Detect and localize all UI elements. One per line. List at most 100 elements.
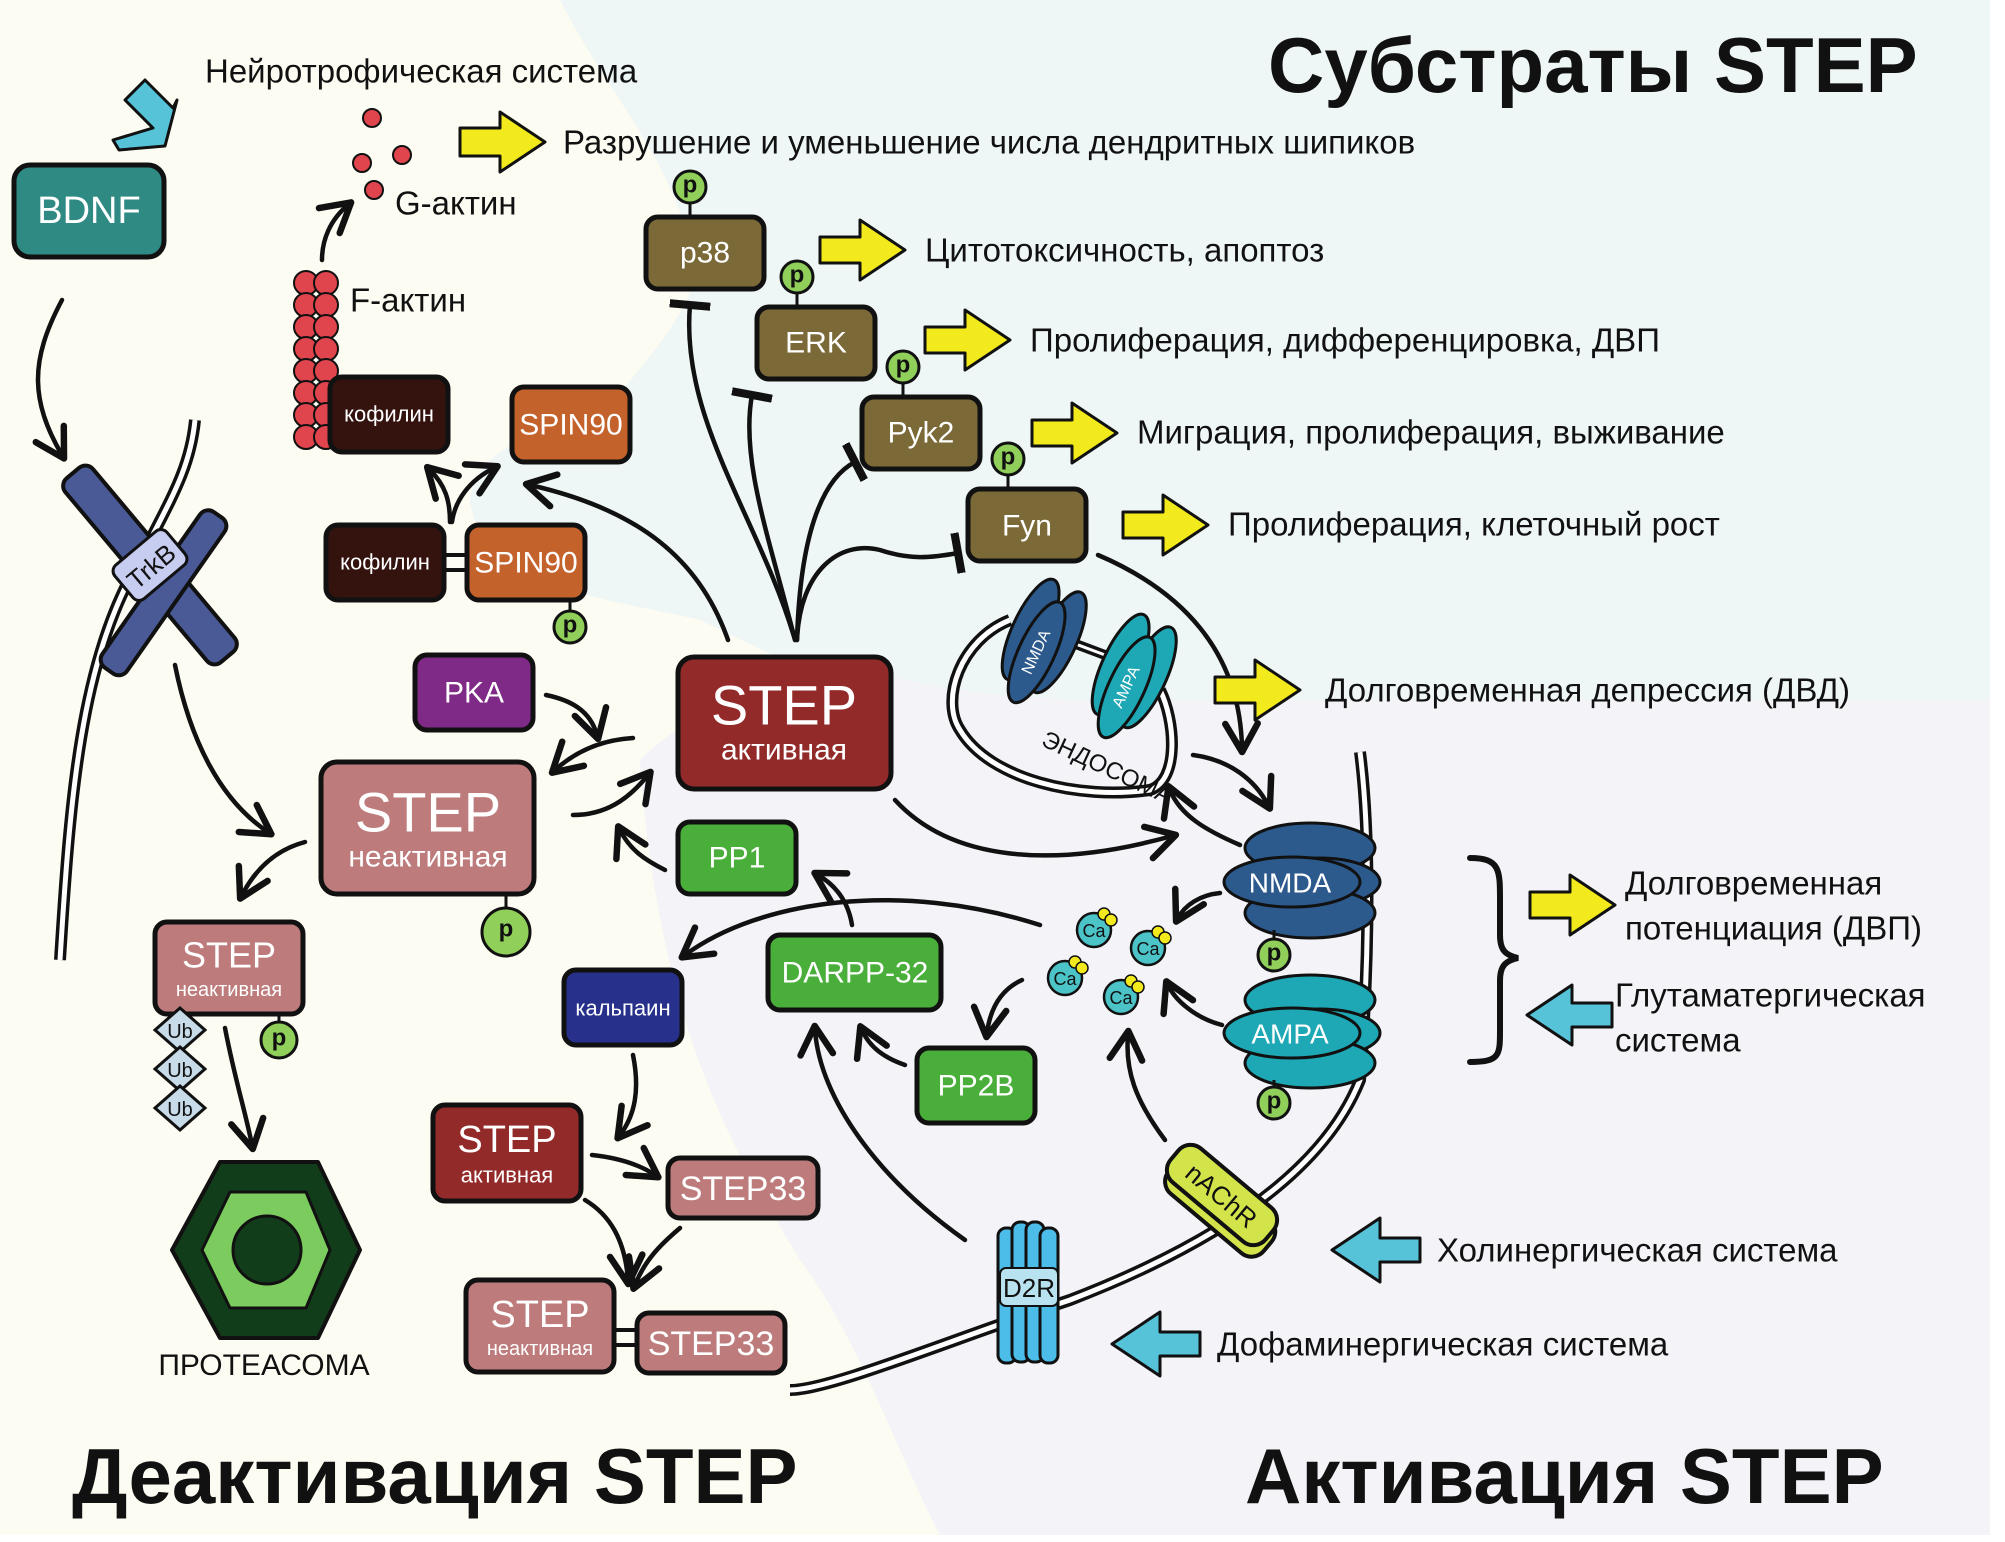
cofilin-box[interactable] bbox=[327, 374, 451, 455]
outcome-p38: Цитотоксичность, апоптоз bbox=[925, 232, 1324, 269]
phospho-step-inactive-label: p bbox=[499, 916, 514, 943]
spin90-label: SPIN90 bbox=[519, 409, 622, 442]
phospho-nmda-icon bbox=[1256, 937, 1292, 973]
cholinergic-input-arrow bbox=[1330, 1216, 1422, 1284]
ca-label: Ca bbox=[1082, 921, 1106, 941]
ub-label: Ub bbox=[167, 1099, 193, 1121]
step33-box[interactable] bbox=[665, 1155, 821, 1221]
erk-label: ERK bbox=[785, 327, 847, 360]
arrow-membrane-to-endosome bbox=[1160, 783, 1243, 848]
output-arrow-erk bbox=[923, 308, 1012, 372]
ub-label: Ub bbox=[167, 1060, 193, 1082]
arrow-pka bbox=[543, 692, 610, 743]
spin90-box[interactable] bbox=[509, 384, 633, 465]
phospho-pyk2-label: p bbox=[896, 352, 911, 379]
arrow-ca-to-calpain bbox=[678, 898, 1043, 961]
darpp32-box[interactable] bbox=[765, 932, 944, 1013]
fyn-label: Fyn bbox=[1002, 510, 1052, 543]
ca-label: Ca bbox=[1053, 969, 1077, 989]
spin90-complex-label: SPIN90 bbox=[474, 547, 577, 580]
ampa-receptor[interactable]: AMPA bbox=[1222, 973, 1382, 1090]
phospho-erk-label: p bbox=[790, 262, 805, 289]
ubiquitin-chain: Ub Ub Ub bbox=[152, 1006, 208, 1132]
output-arrow-fyn bbox=[1121, 493, 1210, 557]
calpain-label: кальпаин bbox=[575, 996, 670, 1021]
bdnf-box[interactable] bbox=[11, 162, 167, 260]
arrow-step-to-receptors bbox=[892, 797, 1180, 862]
inhibit-pyk2 bbox=[794, 462, 855, 643]
inhibit-p38 bbox=[689, 305, 798, 643]
arrow-nmda-to-ca bbox=[1172, 885, 1223, 925]
pka-box[interactable] bbox=[412, 652, 536, 733]
arrow-complex-to-cofilin bbox=[423, 463, 462, 525]
arrow-endosome-to-membrane bbox=[1190, 752, 1275, 812]
pyk2-node[interactable]: p Pyk2 bbox=[859, 349, 983, 472]
d2r-label: D2R bbox=[1003, 1273, 1055, 1303]
arrow-nachr-to-ca bbox=[1106, 1027, 1168, 1143]
darpp32-label: DARPP-32 bbox=[782, 957, 929, 990]
arrow-step-to-step33 bbox=[589, 1144, 662, 1181]
erk-node[interactable]: p ERK bbox=[754, 259, 878, 382]
arrow-ca-to-pp2b bbox=[970, 977, 1025, 1041]
cofilin-complex-box[interactable] bbox=[323, 522, 447, 603]
phospho-spin90-label: p bbox=[563, 612, 578, 639]
step-active-small-box[interactable] bbox=[430, 1102, 584, 1204]
step-inactive-title: STEP bbox=[355, 781, 501, 844]
outcome-ltd: Долговременная депрессия (ДВД) bbox=[1325, 672, 1850, 709]
phospho-spin90-icon bbox=[552, 609, 588, 645]
output-arrow-ltd bbox=[1213, 658, 1302, 722]
step-active-small-sub: активная bbox=[461, 1163, 553, 1188]
proteasome-icon[interactable] bbox=[170, 1160, 362, 1340]
arrow-inactive-to-active bbox=[570, 768, 654, 818]
step-inactive-bottom-box[interactable] bbox=[463, 1277, 617, 1375]
calpain-box[interactable] bbox=[561, 967, 685, 1048]
dopaminergic-input-arrow bbox=[1110, 1310, 1202, 1378]
receptor-brace bbox=[1467, 855, 1519, 1065]
phospho-ub-label: p bbox=[272, 1025, 287, 1052]
substrates-title: Субстраты STEP bbox=[1268, 21, 1918, 109]
nmda-receptor[interactable]: NMDA bbox=[1222, 821, 1382, 940]
outcome-ltp-line1: Долговременная bbox=[1625, 865, 1882, 902]
g-actin-label: G-актин bbox=[395, 185, 517, 222]
step-inactive-ub-sub: неактивная bbox=[176, 979, 282, 1001]
arrow-f-to-g-actin bbox=[315, 199, 355, 263]
arrow-fyn-to-receptors bbox=[1095, 552, 1261, 756]
calcium-ions: Ca Ca Ca Ca bbox=[1046, 907, 1172, 1016]
f-actin-filament bbox=[293, 270, 339, 450]
step-inactive-ub-title: STEP bbox=[182, 935, 276, 976]
arrow-bdnf-to-trkb bbox=[32, 297, 68, 462]
spin90-complex-box[interactable] bbox=[464, 522, 588, 603]
complex-bond bbox=[614, 1328, 638, 1347]
ub-label: Ub bbox=[167, 1021, 193, 1043]
arrow-d2r-to-darpp bbox=[797, 1022, 968, 1243]
d2r-receptor[interactable]: D2R bbox=[996, 1220, 1060, 1365]
arrow-step-to-ub bbox=[235, 839, 308, 902]
pp2b-box[interactable] bbox=[914, 1045, 1038, 1126]
pp1-box[interactable] bbox=[675, 819, 799, 897]
arrow-calpain-to-step33 bbox=[614, 1052, 651, 1142]
step33-bound-box[interactable] bbox=[634, 1310, 788, 1376]
phospho-fyn-label: p bbox=[1001, 444, 1016, 471]
glutamatergic-input-arrow bbox=[1525, 983, 1614, 1047]
output-arrow-p38 bbox=[818, 218, 907, 282]
step-active-box[interactable] bbox=[675, 654, 894, 792]
fyn-node[interactable]: p Fyn bbox=[965, 441, 1089, 564]
trkb-receptor[interactable]: TrkB bbox=[0, 416, 295, 723]
step33-label: STEP33 bbox=[680, 1170, 807, 1208]
nmda-label: NMDA bbox=[1249, 868, 1332, 899]
glutamatergic-label-line1: Глутаматергическая bbox=[1615, 977, 1926, 1014]
endosome-nmda-receptor: NMDA bbox=[1000, 577, 1088, 705]
step-inactive-sub: неактивная bbox=[348, 841, 507, 874]
inhibit-fyn bbox=[794, 548, 958, 643]
step-inactive-bottom-sub: неактивная bbox=[487, 1338, 593, 1360]
step-inactive-box[interactable] bbox=[318, 759, 537, 897]
step-inactive-ub-box[interactable] bbox=[152, 919, 306, 1017]
arrow-step-to-spin90 bbox=[522, 471, 731, 643]
f-actin-label: F-актин bbox=[350, 282, 466, 319]
phospho-ampa-label: p bbox=[1267, 1088, 1282, 1115]
step-inactive-bottom-title: STEP bbox=[490, 1294, 589, 1336]
p38-node[interactable]: p p38 bbox=[643, 169, 767, 292]
complex-bond bbox=[444, 553, 468, 572]
cofilin-complex-label: кофилин bbox=[340, 550, 430, 575]
outcome-ltp-line2: потенциация (ДВП) bbox=[1625, 910, 1922, 947]
